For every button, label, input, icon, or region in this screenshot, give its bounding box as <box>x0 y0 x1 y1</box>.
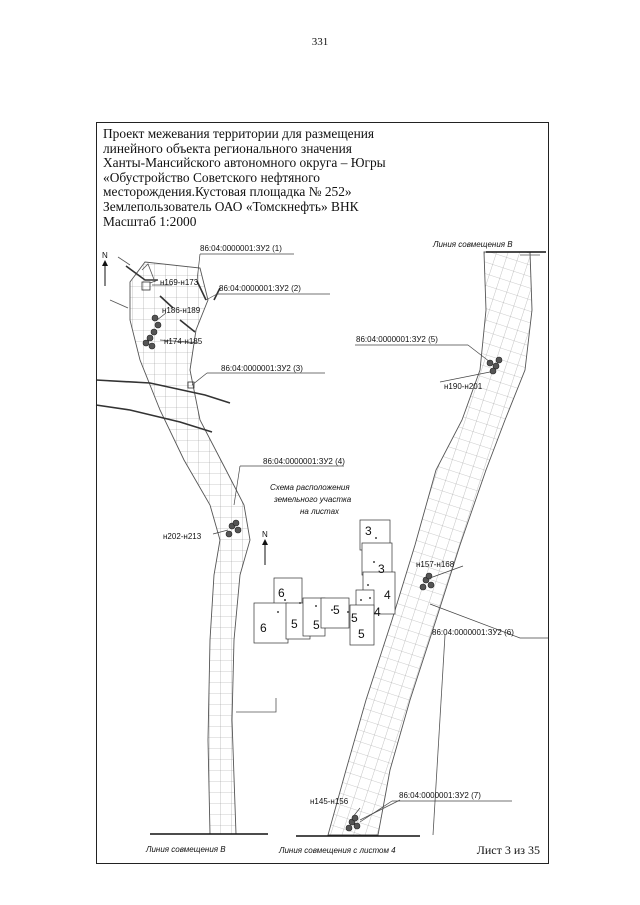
match-line-marks <box>150 251 546 837</box>
scheme-sheets <box>253 519 396 646</box>
title-line: Проект межевания территории для размещен… <box>103 126 375 141</box>
match-line-top-right: Линия совмещения В <box>432 240 513 249</box>
title-line: линейного объекта регионального значения <box>103 140 352 156</box>
scheme-sheet-index: 3 <box>378 562 385 576</box>
scheme-sheet-index: 4 <box>384 588 391 602</box>
left-corridor <box>129 261 251 835</box>
page-number: 331 <box>311 36 329 48</box>
title-line: «Обустройство Советского нефтяного <box>103 169 320 185</box>
north-letter-scheme: N <box>262 530 268 539</box>
drawing-title: Проект межевания территории для размещен… <box>103 126 386 229</box>
boundary-lines <box>95 265 231 433</box>
title-line: Землепользователь ОАО «Томскнефть» ВНК <box>103 198 359 214</box>
north-letter: N <box>102 251 108 260</box>
point-label-c: н174-н185 <box>164 337 203 346</box>
parcel-label-1: 86:04:0000001:ЗУ2 (1) <box>200 244 282 253</box>
north-arrow-icon-scheme: N <box>262 530 268 565</box>
scheme-sheet-index: 5 <box>333 603 340 617</box>
scheme-sheet-index: 3 <box>365 524 372 538</box>
drawing-frame: Проект межевания территории для размещен… <box>96 122 549 864</box>
parcel-label-3: 86:04:0000001:ЗУ2 (3) <box>221 364 303 373</box>
point-label-g: н145-н156 <box>310 797 349 806</box>
title-line: месторождения.Кустовая площадка № 252» <box>103 184 352 200</box>
match-line-bottom-left: Линия совмещения В <box>145 845 226 854</box>
scheme-dots <box>277 537 377 613</box>
scheme-sheet-index: 5 <box>291 617 298 631</box>
leader-lines <box>152 253 548 823</box>
parcel-label-6: 86:04:0000001:ЗУ2 (6) <box>432 628 514 637</box>
scheme-title-1: Схема расположения <box>270 483 350 492</box>
title-line: Ханты-Мансийского автономного округа – Ю… <box>103 155 386 171</box>
match-line-bottom-right: Линия совмещения с листом 4 <box>278 846 396 855</box>
scheme-sheet-index: 6 <box>278 586 285 600</box>
point-label-f: н157-н168 <box>416 560 455 569</box>
parcel-label-5: 86:04:0000001:ЗУ2 (5) <box>356 335 438 344</box>
parcel-label-7: 86:04:0000001:ЗУ2 (7) <box>399 791 481 800</box>
parcel-label-4: 86:04:0000001:ЗУ2 (4) <box>263 457 345 466</box>
scheme-sheet-index: 4 <box>374 605 381 619</box>
scheme-title-2: земельного участка <box>273 495 352 504</box>
right-corridor <box>327 251 533 836</box>
point-label-d: н190-н201 <box>444 382 483 391</box>
scheme-title-3: на листах <box>300 507 340 516</box>
markers <box>141 281 195 389</box>
scheme-sheet-index: 5 <box>358 627 365 641</box>
point-label-a: н169-н173 <box>160 278 199 287</box>
point-clusters <box>142 314 503 832</box>
scheme-sheet-index: 5 <box>351 611 358 625</box>
point-label-e: н202-н213 <box>163 532 202 541</box>
scheme-sheet-index: 5 <box>313 618 320 632</box>
north-arrow-icon: N <box>102 251 108 286</box>
point-label-b: н186-н189 <box>162 306 201 315</box>
sheet-number: Лист 3 из 35 <box>476 843 540 857</box>
thin-lines <box>109 254 540 836</box>
scheme-sheet-index: 6 <box>260 621 267 635</box>
parcel-label-2: 86:04:0000001:ЗУ2 (2) <box>219 284 301 293</box>
title-line: Масштаб 1:2000 <box>103 213 197 229</box>
